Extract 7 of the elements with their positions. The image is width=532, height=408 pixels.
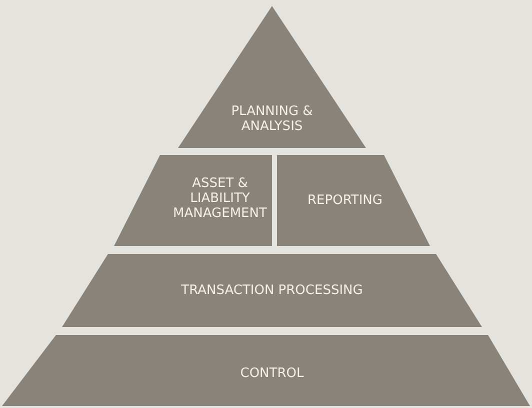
tier-label: CONTROL — [239, 366, 305, 381]
tier-label: TRANSACTION PROCESSING — [180, 283, 364, 298]
pyramid-tier — [114, 155, 272, 246]
tier-label: REPORTING — [306, 193, 384, 208]
pyramid-tier — [277, 155, 430, 246]
tier-label: PLANNING & ANALYSIS — [230, 104, 314, 134]
tier-label: ASSET & LIABILITY MANAGEMENT — [172, 176, 268, 221]
